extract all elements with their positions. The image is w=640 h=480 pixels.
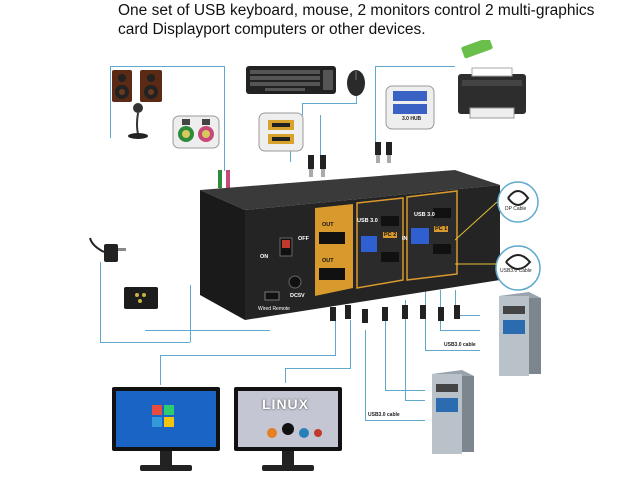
- caption: One set of USB keyboard, mouse, 2 monito…: [118, 2, 638, 39]
- wire-mon2-up: [350, 320, 351, 369]
- mouse-icon: [347, 70, 365, 96]
- usb3-cable-label-pc1: USB3.0 cable: [444, 342, 476, 348]
- wire-pc1-a: [425, 290, 426, 350]
- usb-hub-port-icon: [385, 85, 435, 130]
- cable-pointer-lines: [455, 201, 498, 265]
- wire-keyboard: [302, 103, 303, 115]
- power-adapter-icon: [89, 237, 126, 262]
- wire-mon1-v: [160, 355, 161, 385]
- keyboard-icon: [246, 66, 336, 94]
- usb-plug-keyboard-icon: [308, 155, 326, 177]
- caption-line-2: card Displayport computers or other devi…: [118, 20, 426, 38]
- dp-cable-icon: [497, 181, 539, 223]
- computer-pc2: [432, 370, 474, 454]
- wire-printer-top: [375, 66, 455, 67]
- pc2-in-label: IN: [402, 236, 408, 242]
- usb3-label-pc1: USB 3.0: [414, 212, 435, 218]
- kvm-switch: [200, 170, 500, 320]
- wire-remote: [145, 330, 270, 331]
- wire-pc1-b: [425, 350, 480, 351]
- wire-pc2-a: [365, 330, 366, 420]
- speakers-icon: [112, 70, 162, 102]
- wire-power-bottom: [100, 342, 190, 343]
- monitor-linux: [234, 387, 342, 471]
- out-port-2-label: OUT: [322, 258, 334, 264]
- wire-mon1-up: [335, 320, 336, 356]
- wire-pc1-e: [455, 290, 456, 315]
- wire-pc2-f: [405, 400, 425, 401]
- dc5v-label: DC5V: [290, 293, 305, 299]
- out-port-1-label: OUT: [322, 222, 334, 228]
- wire-mon1-h: [160, 355, 335, 356]
- computer-pc1: [499, 292, 541, 376]
- wire-mon2-v: [285, 368, 286, 383]
- usb3-cable-label: USB3.0 Cable: [500, 268, 532, 274]
- wire-mouse: [356, 95, 357, 104]
- wire-kb-down: [320, 115, 321, 155]
- monitor-windows: [112, 387, 220, 471]
- caption-line-1: One set of USB keyboard, mouse, 2 monito…: [118, 2, 595, 19]
- power-on-label: ON: [260, 254, 269, 260]
- wired-remote-label: Wired Remote: [258, 306, 290, 312]
- wire-power-left: [100, 262, 101, 342]
- usb3-cable-icon: [495, 245, 541, 291]
- dp-cable-label: DP Cable: [505, 206, 527, 212]
- wire-printer-left: [375, 66, 376, 146]
- usb-plug-hub-icon: [375, 142, 392, 163]
- usb3-label-pc2: USB 3.0: [357, 218, 378, 224]
- cable-plugs: [330, 305, 460, 323]
- wire-audio-down: [224, 66, 225, 171]
- wire-keyboard-mouse: [302, 103, 356, 104]
- pc1-label: PC 1: [434, 226, 449, 232]
- wire-pc1-d: [440, 330, 480, 331]
- linux-brand-text: LINUX: [262, 396, 309, 412]
- wired-remote-icon: [124, 287, 158, 309]
- wire-mon2-h: [285, 368, 350, 369]
- wire-power-up: [190, 285, 191, 342]
- power-off-label: OFF: [298, 236, 309, 242]
- pc2-label: PC 2: [383, 232, 398, 238]
- wire-usb-hub-left: [290, 142, 291, 162]
- microphone-icon: [128, 103, 148, 139]
- wire-pc2-e: [405, 300, 406, 400]
- printer-icon: [458, 40, 526, 119]
- wire-audio-top: [110, 66, 224, 67]
- wire-audio-left: [110, 66, 111, 138]
- audio-ports-icon: [172, 115, 220, 149]
- usb-hub-label: 3.0 HUB: [402, 116, 422, 122]
- wire-pc1-f: [455, 315, 480, 316]
- usb-keyboard-port-icon: [258, 112, 304, 152]
- wire-pc2-c: [385, 310, 386, 390]
- usb3-cable-label-pc2: USB3.0 cable: [368, 412, 400, 418]
- wire-pc2-b: [365, 420, 425, 421]
